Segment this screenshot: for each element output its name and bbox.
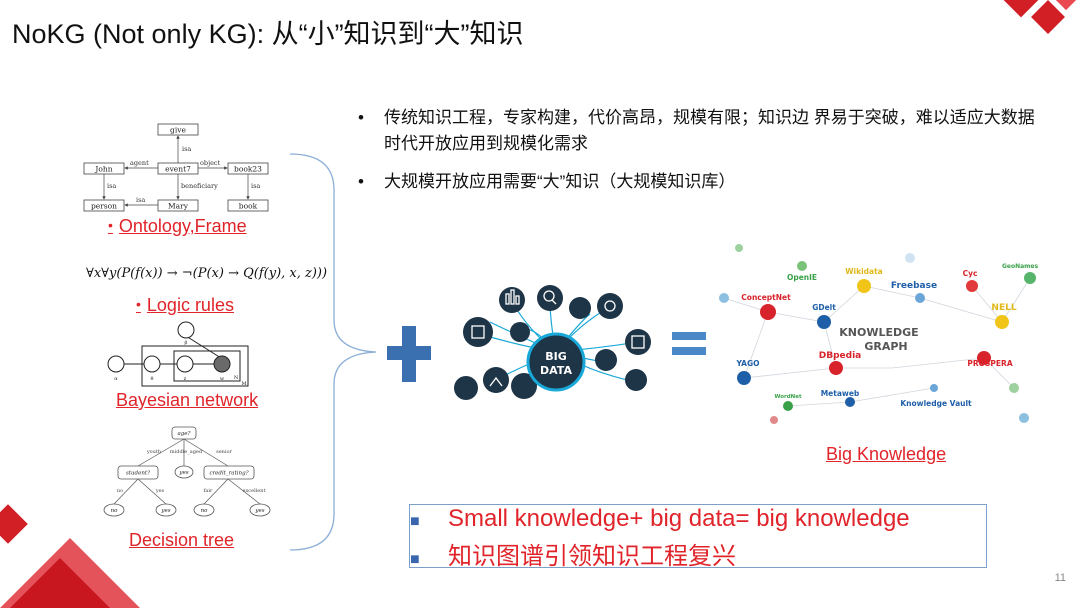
kg-source-label: GDelt — [812, 303, 836, 312]
page-number: 11 — [1054, 572, 1066, 584]
tree-node: yes — [254, 508, 264, 514]
kg-source-label: NELL — [991, 303, 1016, 313]
kg-source-label: Wikidata — [845, 267, 882, 276]
decision-tree-diagram: age? student? yes credit_rating? no yes … — [103, 426, 271, 517]
kg-source-label: OpenIE — [787, 273, 817, 282]
equals-icon — [672, 332, 706, 355]
onto-node: Mary — [168, 202, 189, 211]
bullet-text: 传统知识工程，专家构建，代价高昂，规模有限；知识边 界易于突破，难以适应大数据时… — [384, 108, 1035, 153]
tree-branch: youth — [146, 449, 162, 455]
bullet-list: • 传统知识工程，专家构建，代价高昂，规模有限；知识边 界易于突破，难以适应大数… — [358, 105, 1038, 207]
tree-node: age? — [177, 431, 190, 437]
decision-tree-link[interactable]: Decision tree — [129, 530, 235, 550]
tree-node: no — [111, 508, 119, 514]
plus-icon — [387, 326, 431, 382]
onto-edge: isa — [182, 145, 191, 153]
kg-source-label: PROSPERA — [967, 359, 1012, 368]
callout-text: 知识图谱引领知识工程复兴 — [448, 543, 736, 570]
big-data-illustration: BIG DATA — [454, 285, 651, 400]
onto-edge: beneficiary — [181, 182, 218, 190]
logic-formula: ∀x∀y(P(f(x)) → ¬(P(x) → Q(f(y), x, z))) — [86, 266, 328, 281]
bayes-node-label: β — [185, 340, 188, 346]
logic-rules-label: Logic rules — [146, 295, 234, 315]
callout-line: ■ Small knowledge+ big data= big knowledg… — [410, 505, 910, 535]
bullet-dot: • — [108, 217, 113, 233]
bayes-node-label: α — [114, 376, 118, 382]
ontology-frame-label: Ontology,Frame — [118, 216, 247, 236]
kg-source-label: Knowledge Vault — [900, 399, 972, 408]
callout-line: ■ 知识图谱引领知识工程复兴 — [410, 536, 736, 570]
big-data-label: DATA — [540, 364, 572, 377]
logic-rules-link[interactable]: • Logic rules — [136, 295, 234, 316]
bayesian-network-diagram: α θ z w β N M — [107, 321, 249, 387]
onto-node: give — [170, 126, 186, 135]
onto-node: book — [239, 202, 258, 211]
bullet-dot: • — [358, 108, 364, 127]
onto-edge: isa — [136, 196, 145, 204]
kg-source-label: ConceptNet — [741, 293, 791, 302]
kg-center-label: KNOWLEDGE — [839, 326, 918, 339]
grouping-brace — [289, 153, 377, 551]
onto-edge: isa — [107, 182, 116, 190]
tree-node: yes — [160, 508, 170, 514]
tree-node: credit_rating? — [209, 471, 248, 477]
tree-branch: no — [117, 488, 123, 494]
tree-branch: fair — [204, 488, 213, 494]
tree-branch: middle_aged — [170, 449, 203, 455]
onto-node: book23 — [234, 165, 262, 174]
tree-branch: senior — [216, 449, 232, 455]
kg-source-label: Metaweb — [821, 389, 860, 398]
bullet-dot: • — [358, 172, 364, 191]
onto-node: event7 — [165, 165, 191, 174]
onto-edge: agent — [130, 159, 149, 167]
tree-node: student? — [126, 471, 150, 477]
page-title: NoKG (Not only KG): 从“小”知识到“大”知识 — [12, 19, 524, 49]
big-data-label: BIG — [545, 350, 567, 363]
bullet-dot: • — [136, 296, 141, 312]
kg-source-label: DBpedia — [819, 351, 861, 361]
corner-decoration-top — [1002, 0, 1080, 34]
kg-source-label: GeoNames — [1002, 263, 1039, 270]
tree-node: no — [201, 508, 209, 514]
bayes-node-label: w — [220, 376, 225, 382]
summary-callout: ■ Small knowledge+ big data= big knowledg… — [409, 504, 987, 570]
kg-source-label: Freebase — [891, 281, 937, 291]
bullet-item: • 传统知识工程，专家构建，代价高昂，规模有限；知识边 界易于突破，难以适应大数… — [358, 105, 1038, 157]
kg-source-label: Cyc — [963, 269, 978, 278]
callout-text: Small knowledge+ big data= big knowledge — [448, 505, 910, 532]
ontology-frame-link[interactable]: • Ontology,Frame — [108, 216, 247, 237]
onto-edge: object — [200, 159, 221, 167]
square-bullet-icon: ■ — [410, 551, 420, 568]
kg-center-label: GRAPH — [864, 340, 907, 353]
corner-decoration-bottom — [0, 504, 140, 608]
kg-source-label: WordNet — [774, 394, 802, 400]
tree-branch: excellent — [243, 488, 266, 494]
onto-node: person — [91, 202, 117, 211]
ontology-frame-diagram: give John event7 book23 person Mary book… — [83, 123, 269, 212]
bayes-plate-label: N — [234, 375, 239, 381]
tree-branch: yes — [155, 488, 165, 494]
bayes-node-label: z — [184, 376, 187, 382]
bullet-item: • 大规模开放应用需要“大”知识（大规模知识库） — [358, 169, 1038, 195]
kg-source-label: YAGO — [735, 359, 759, 368]
knowledge-graph-illustration: KNOWLEDGE GRAPH Wikidata OpenIE ConceptN… — [719, 244, 1039, 424]
bullet-text: 大规模开放应用需要“大”知识（大规模知识库） — [384, 172, 736, 191]
bayes-node-label: θ — [150, 376, 153, 382]
square-bullet-icon: ■ — [410, 513, 420, 530]
onto-node: John — [94, 165, 112, 174]
onto-edge: isa — [251, 182, 260, 190]
bayesian-network-link[interactable]: Bayesian network — [116, 390, 259, 410]
tree-node: yes — [178, 470, 188, 476]
bayes-plate-label: M — [241, 381, 246, 387]
big-knowledge-link[interactable]: Big Knowledge — [826, 444, 947, 464]
